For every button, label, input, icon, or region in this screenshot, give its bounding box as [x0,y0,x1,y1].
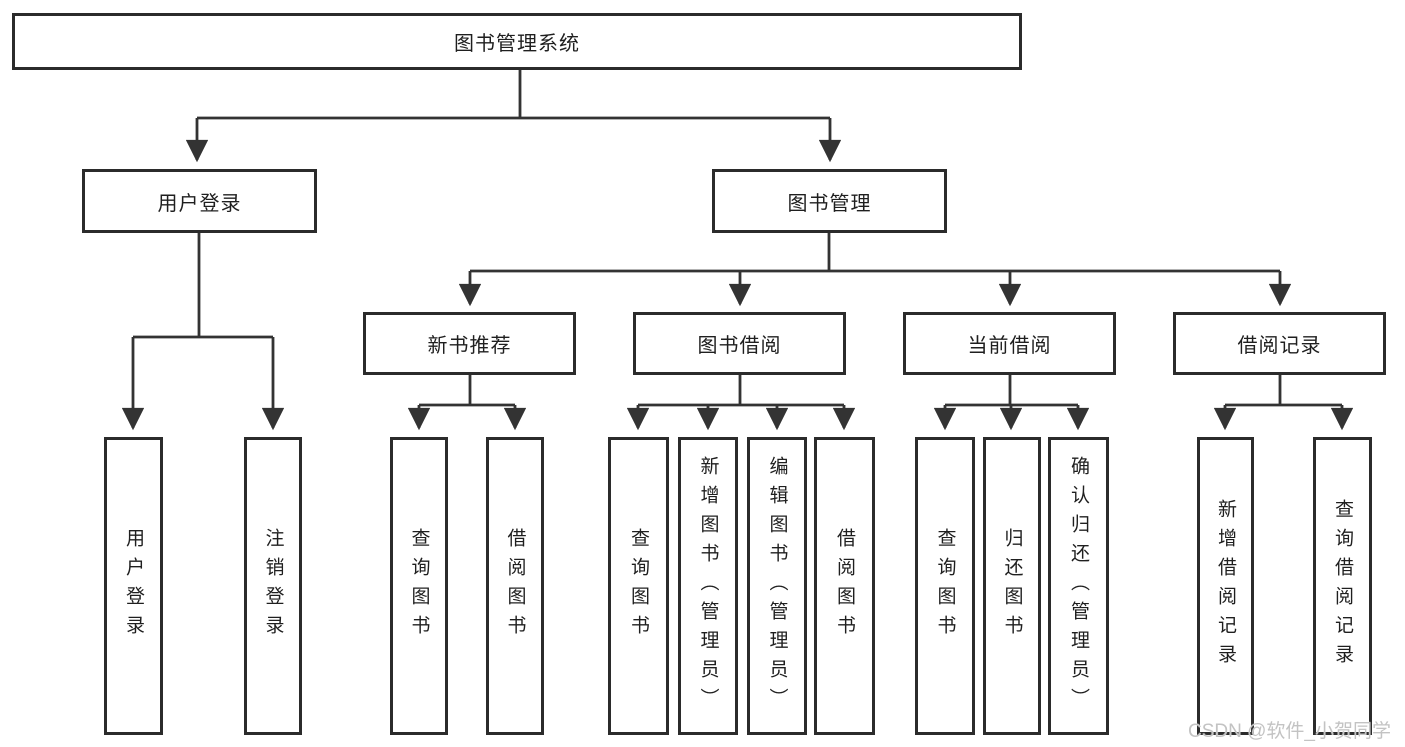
leaf-label: 用户登录 [123,528,144,644]
node-label: 新书推荐 [427,335,512,357]
node-label: 图书借阅 [697,335,782,357]
leaf-label: 查询图书 [628,528,649,644]
leaf-label: 查询借阅记录 [1332,499,1353,673]
leaf-label: 新增图书（管理员） [697,455,719,717]
node-label: 当前借阅 [967,335,1052,357]
leaf-add-borrow-record: 新增借阅记录 [1197,437,1254,735]
leaf-query-books-recommend: 查询图书 [390,437,448,735]
node-label: 用户登录 [157,192,242,215]
node-book-borrow: 图书借阅 [633,312,846,375]
node-current-borrow: 当前借阅 [903,312,1116,375]
leaf-label: 确认归还（管理员） [1068,455,1089,717]
leaf-label: 注销登录 [262,528,284,644]
leaf-user-login: 用户登录 [104,437,163,735]
node-label: 图书管理系统 [454,33,580,55]
leaf-borrow-books: 借阅图书 [814,437,875,735]
leaf-query-borrow-record: 查询借阅记录 [1313,437,1372,735]
leaf-confirm-return-admin: 确认归还（管理员） [1048,437,1109,735]
leaf-borrow-books-recommend: 借阅图书 [486,437,544,735]
node-label: 借阅记录 [1237,335,1322,357]
leaf-label: 查询图书 [408,528,430,644]
leaf-label: 新增借阅记录 [1215,499,1236,673]
node-library-management-system: 图书管理系统 [12,13,1022,70]
leaf-add-book-admin: 新增图书（管理员） [678,437,738,735]
leaf-label: 归还图书 [1001,528,1023,644]
node-book-management: 图书管理 [712,169,947,233]
node-borrow-records: 借阅记录 [1173,312,1386,375]
csdn-watermark: CSDN @软件_小贺同学 [1188,721,1391,742]
leaf-edit-book-admin: 编辑图书（管理员） [747,437,807,735]
leaf-logout: 注销登录 [244,437,302,735]
node-new-book-recommend: 新书推荐 [363,312,576,375]
node-label: 图书管理 [787,192,872,215]
leaf-label: 编辑图书（管理员） [766,455,788,717]
leaf-query-books-current: 查询图书 [915,437,975,735]
leaf-label: 借阅图书 [504,528,526,644]
leaf-label: 借阅图书 [834,528,855,644]
node-user-login: 用户登录 [82,169,317,233]
leaf-query-books-borrow: 查询图书 [608,437,669,735]
leaf-label: 查询图书 [934,528,956,644]
leaf-return-book: 归还图书 [983,437,1041,735]
